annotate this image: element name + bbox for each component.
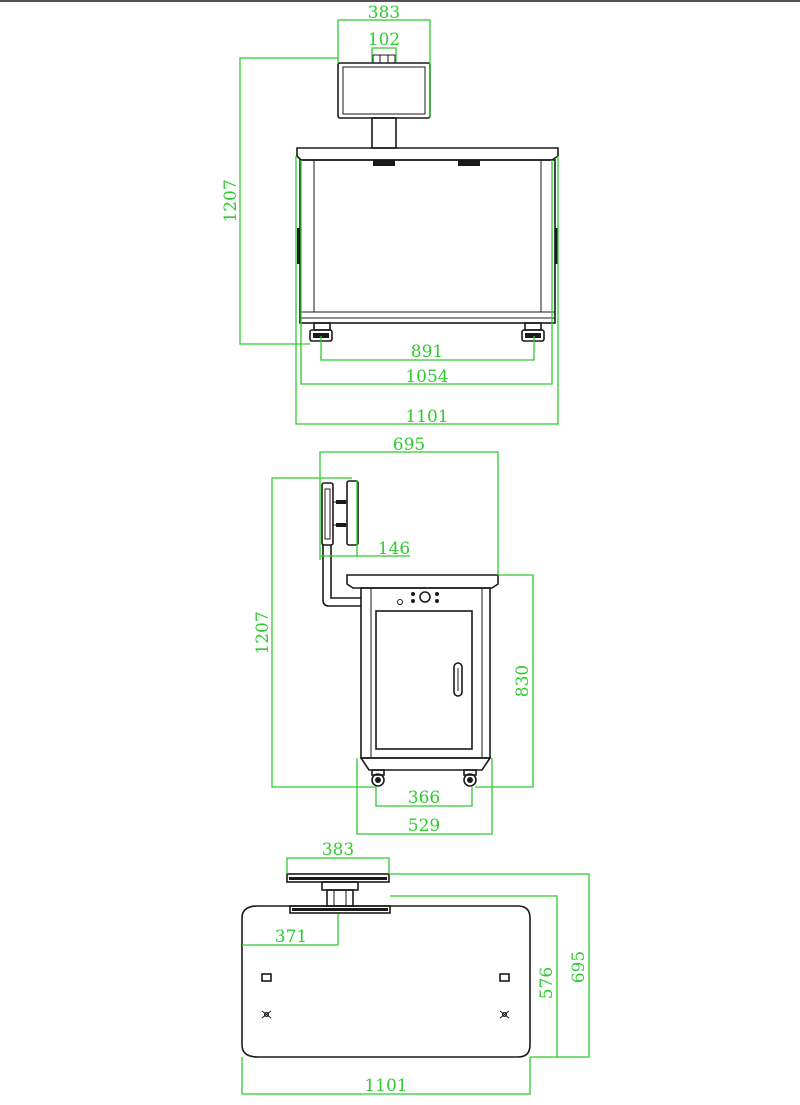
top-vent-left xyxy=(261,1010,272,1019)
dim-side-caster-span-label: 366 xyxy=(408,788,440,808)
dim-side-monitor-depth-label: 146 xyxy=(378,539,410,559)
front-monitor-pole xyxy=(371,117,397,149)
front-caster-right xyxy=(521,322,545,342)
dim-side-body-height: 830 xyxy=(475,574,534,788)
dim-front-mount-width-label: 102 xyxy=(368,30,400,50)
dim-top-depth: 576 xyxy=(390,895,558,1058)
dim-side-total-depth: 695 xyxy=(319,435,499,575)
dim-top-total-depth: 695 xyxy=(389,873,590,1058)
side-caster-left xyxy=(371,769,385,787)
dim-side-total-height: 1207 xyxy=(253,477,376,788)
dim-front-body-width-label: 1054 xyxy=(405,367,448,387)
dim-side-base-depth: 529 xyxy=(356,758,493,836)
dim-front-caster-span-label: 891 xyxy=(411,342,443,362)
side-view: 695 146 1207 830 366 529 xyxy=(253,435,534,836)
dim-front-total-height-label: 1207 xyxy=(221,179,241,222)
dim-top-arm-offset: 371 xyxy=(242,914,339,947)
dim-front-mount-width: 102 xyxy=(368,30,400,62)
dim-front-top-width-label: 1101 xyxy=(405,407,448,427)
side-cabinet xyxy=(346,574,499,771)
dim-front-top-width: 1101 xyxy=(295,156,559,427)
front-cabinet xyxy=(296,147,559,324)
side-monitor-arm xyxy=(322,545,361,607)
top-desk-surface xyxy=(241,905,531,1058)
front-view: 383 102 1207 891 1054 1101 xyxy=(221,3,559,427)
dim-side-caster-span: 366 xyxy=(375,787,473,808)
side-caster-right xyxy=(463,769,477,787)
dim-side-monitor-depth: 146 xyxy=(320,480,410,559)
dim-front-monitor-width: 383 xyxy=(337,3,431,118)
dim-front-monitor-width-label: 383 xyxy=(368,3,400,23)
top-monitor xyxy=(286,873,390,907)
front-monitor xyxy=(337,54,431,119)
side-door xyxy=(375,610,473,750)
dim-top-width-label: 1101 xyxy=(364,1076,407,1096)
top-slot-left xyxy=(261,973,272,982)
dim-front-total-height: 1207 xyxy=(221,57,338,345)
door-handle xyxy=(453,662,463,697)
top-vent-right xyxy=(499,1010,510,1019)
dim-front-body-width: 1054 xyxy=(300,160,553,387)
side-control-knob xyxy=(419,591,431,603)
top-slot-right xyxy=(499,973,510,982)
dim-top-monitor-width: 383 xyxy=(286,840,390,874)
dim-top-total-depth-label: 695 xyxy=(569,951,589,983)
dim-top-monitor-width-label: 383 xyxy=(322,840,354,860)
dim-front-caster-span: 891 xyxy=(320,336,535,362)
dim-side-body-height-label: 830 xyxy=(513,665,533,697)
dim-top-arm-offset-label: 371 xyxy=(275,927,307,947)
dim-top-depth-label: 576 xyxy=(537,967,557,999)
dim-side-total-depth-label: 695 xyxy=(393,435,425,455)
dim-side-total-height-label: 1207 xyxy=(253,611,273,654)
dim-top-width: 1101 xyxy=(241,1057,531,1096)
side-monitor xyxy=(321,480,359,546)
top-view: 383 371 1101 576 695 xyxy=(241,840,590,1096)
top-mount-plate xyxy=(289,905,391,914)
dim-side-base-depth-label: 529 xyxy=(408,816,440,836)
